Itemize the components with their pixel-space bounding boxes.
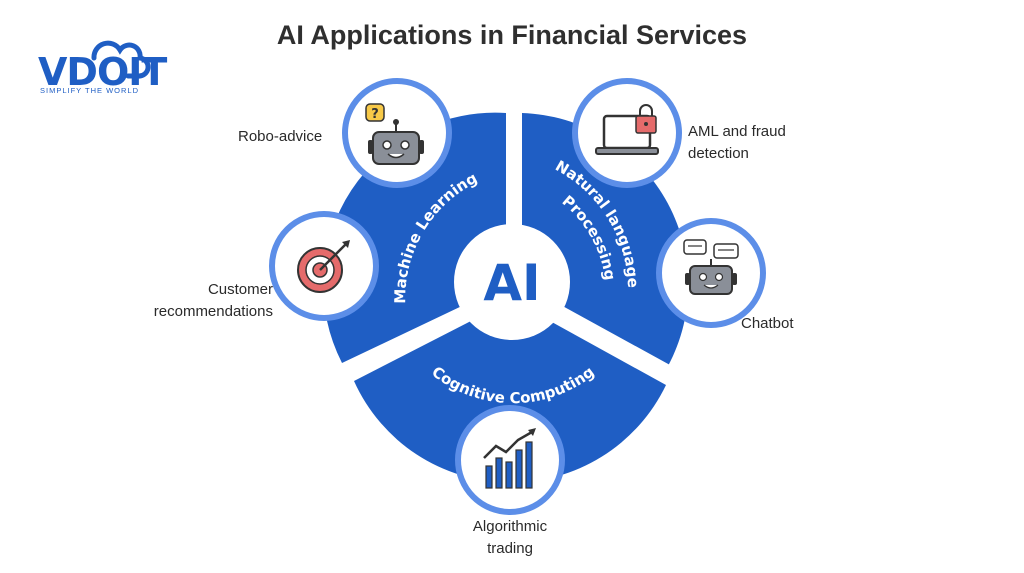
label-robo-advice: Robo-advice	[238, 128, 323, 145]
robot-chat-icon	[683, 239, 739, 295]
label-chatbot: Chatbot	[741, 315, 794, 332]
robot-question-icon: ?	[365, 103, 424, 165]
chatbot-node	[656, 218, 766, 328]
laptop-lock-icon	[595, 104, 659, 155]
segment-cognitive-computing	[354, 300, 666, 483]
vdoit-logo	[91, 40, 151, 79]
robo-advice-node: ?	[342, 78, 452, 188]
cloud-icon	[91, 40, 151, 79]
logo-text: VDOIT	[38, 50, 167, 94]
algorithmic-trading-node	[455, 405, 565, 515]
label-algorithmic-trading: Algorithmic trading	[472, 518, 548, 557]
center-circle	[454, 224, 570, 340]
bar-chart-growth-icon	[483, 428, 536, 489]
customer-recommendations-node	[269, 211, 379, 321]
page-title: AI Applications in Financial Services	[276, 20, 748, 50]
aml-fraud-node	[572, 78, 682, 188]
label-customer-recommendations: Customer recommendations	[153, 281, 273, 320]
svg-text:?: ?	[371, 107, 379, 122]
logo-tagline: SIMPLIFY THE WORLD	[40, 86, 139, 95]
center-ai-text: AI	[483, 254, 540, 312]
label-aml-fraud: AML and fraud detection	[688, 123, 786, 162]
target-dart-icon	[297, 240, 350, 293]
